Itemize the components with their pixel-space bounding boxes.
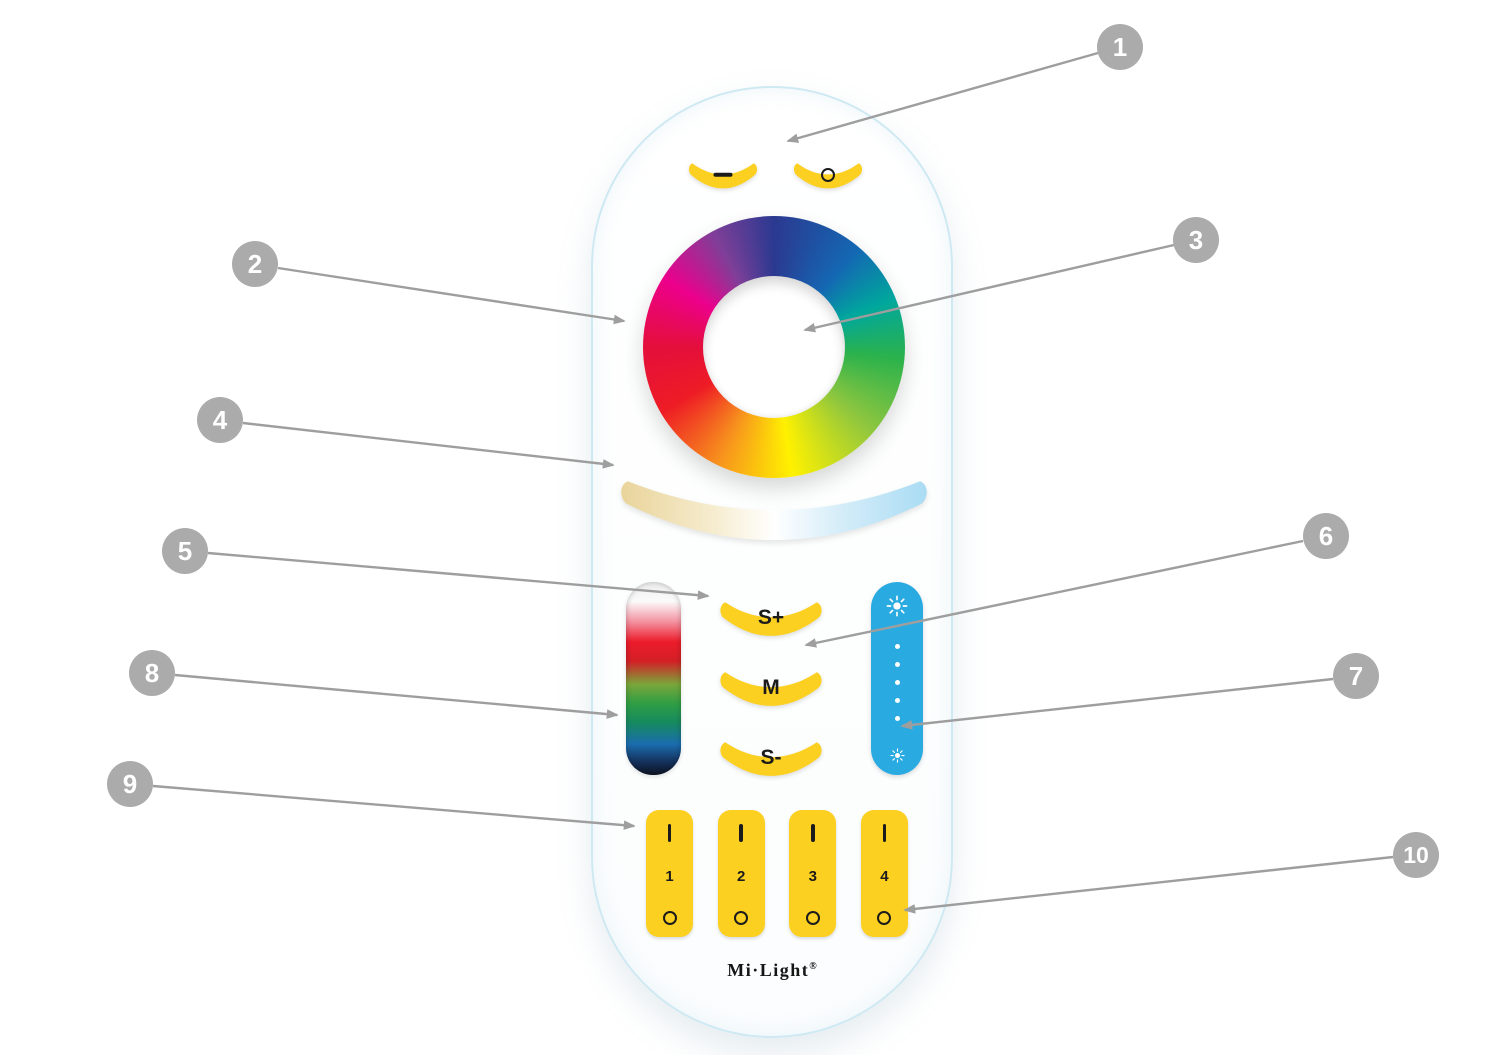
group-number-3: 3 — [808, 868, 817, 885]
group-number-4: 4 — [880, 868, 889, 885]
brightness-slider[interactable] — [871, 582, 923, 775]
circle-icon — [821, 167, 835, 182]
group-number-2: 2 — [736, 868, 746, 885]
callout-9: 9 — [107, 761, 153, 807]
group-button-2[interactable]: 2 — [717, 810, 765, 937]
callout-line-10 — [903, 855, 1394, 914]
group-off-ring-icon — [662, 911, 677, 925]
brightness-dot — [894, 698, 900, 703]
group-off-ring-icon — [805, 911, 820, 925]
callout-3: 3 — [1173, 217, 1219, 263]
group-number-1: 1 — [665, 868, 674, 885]
callout-line-7 — [900, 677, 1334, 730]
callout-7: 7 — [1333, 653, 1379, 699]
temp-arc-shape — [621, 481, 927, 541]
callout-2: 2 — [232, 241, 278, 287]
group-buttons: 1 2 3 4 — [646, 810, 908, 938]
s-plus-label: S+ — [757, 605, 785, 629]
callout-10: 10 — [1393, 832, 1439, 878]
group-button-4[interactable]: 4 — [860, 810, 908, 937]
color-temperature-bar[interactable] — [616, 464, 932, 560]
crescent-shape — [720, 672, 822, 706]
crescent-shape — [720, 602, 822, 636]
callout-1: 1 — [1097, 24, 1143, 70]
registered-mark: ® — [809, 961, 817, 972]
brand-label: Mi·Light® — [593, 960, 951, 981]
minus-icon — [713, 172, 733, 178]
brand-text: Mi·Light — [727, 960, 810, 980]
group-button-1[interactable]: 1 — [646, 810, 693, 937]
wheel-center — [703, 276, 845, 418]
power-on-button[interactable] — [686, 151, 760, 193]
callout-5: 5 — [162, 528, 208, 574]
s-minus-label: S- — [760, 745, 782, 769]
power-off-button[interactable] — [791, 151, 865, 193]
s-minus-button[interactable]: S- — [716, 726, 826, 782]
group-off-ring-icon — [734, 911, 749, 925]
sun-large-icon — [886, 595, 908, 617]
mode-label: M — [762, 675, 780, 699]
sun-small-icon — [889, 748, 905, 763]
brightness-dot — [894, 662, 900, 667]
callout-line-9 — [152, 784, 636, 830]
brightness-dot — [894, 680, 900, 685]
callout-line-2 — [277, 266, 626, 325]
mode-button[interactable]: M — [716, 656, 826, 712]
saturation-bar[interactable] — [626, 582, 681, 775]
brightness-dot — [894, 644, 900, 649]
group-off-ring-icon — [877, 911, 892, 925]
brightness-dot — [894, 716, 900, 721]
group-on-bar-icon — [667, 824, 672, 842]
group-on-bar-icon — [739, 824, 743, 842]
brightness-dots — [894, 644, 900, 721]
s-plus-button[interactable]: S+ — [716, 586, 826, 642]
remote-body: S+ M S- — [591, 86, 953, 1038]
callout-line-4 — [242, 421, 615, 469]
color-wheel[interactable] — [643, 216, 905, 478]
group-on-bar-icon — [811, 824, 815, 842]
crescent-shape — [720, 742, 822, 776]
callout-line-8 — [174, 673, 619, 719]
callout-4: 4 — [197, 397, 243, 443]
callout-6: 6 — [1303, 513, 1349, 559]
group-button-3[interactable]: 3 — [789, 810, 837, 937]
callout-8: 8 — [129, 650, 175, 696]
group-on-bar-icon — [882, 824, 887, 842]
